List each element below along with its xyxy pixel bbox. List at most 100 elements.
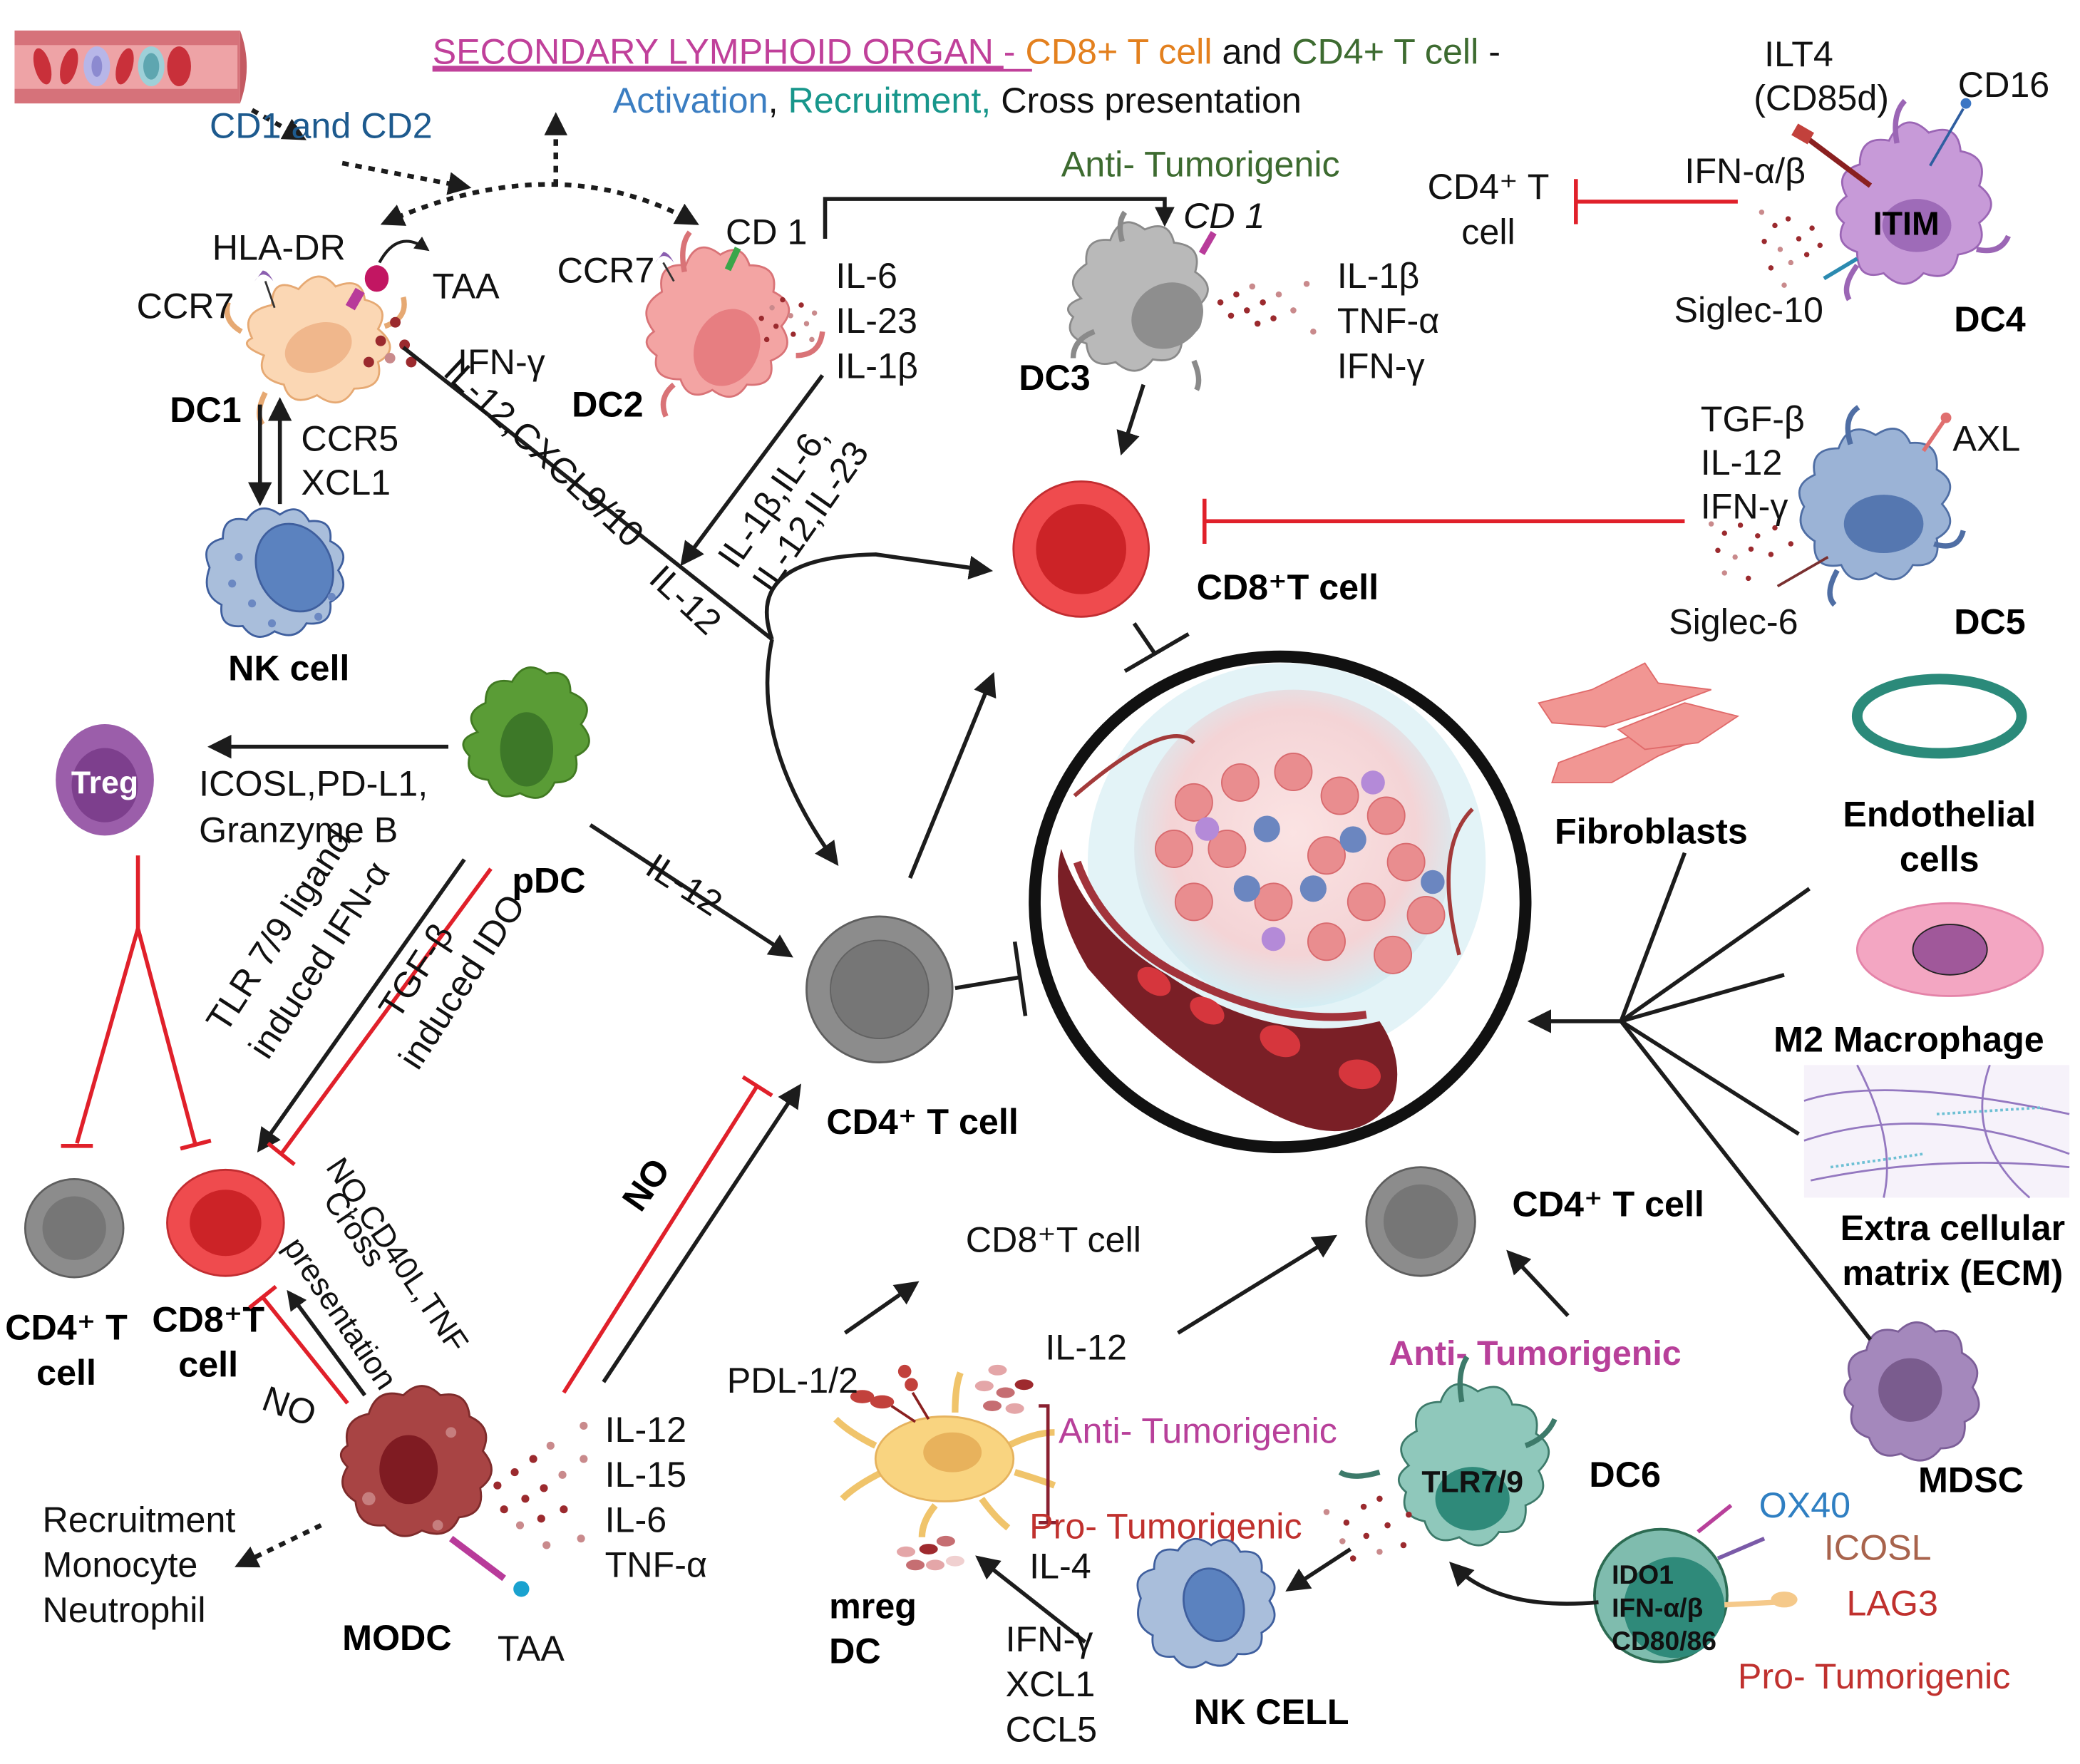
dc6-to-cd4-arrow	[1506, 1249, 1570, 1317]
left-cd4-t-cell-icon	[24, 1177, 125, 1279]
mreg-pro-label: Pro- Tumorigenic	[1029, 1507, 1302, 1547]
dc6-cytokine-dots	[1323, 1495, 1412, 1562]
dc1-taa-arrow	[378, 236, 430, 264]
dc5-cell-icon	[1798, 405, 1966, 607]
left-cd8-label-1: CD8⁺T	[152, 1299, 264, 1339]
dc6-pro-cell-icon	[1593, 1527, 1729, 1664]
dc4-target-line1: CD4⁺ T	[1428, 167, 1550, 207]
curve-to-cd4-arrow	[765, 639, 839, 867]
cd1cd2-arrow	[341, 160, 472, 195]
dc3-label-cd1: CD 1	[1183, 196, 1265, 236]
svg-text:Activation, Recruitment, Cross: Activation, Recruitment, Cross presentat…	[613, 81, 1302, 120]
mreg-pdl-label: PDL-1/2	[727, 1361, 858, 1401]
dc3-to-cd8-arrow	[1116, 383, 1145, 456]
dc3-cd1-receptor-icon	[1198, 231, 1217, 255]
mreg-il12-label: IL-12	[1045, 1327, 1127, 1367]
center-cd8-t-cell-icon	[1012, 480, 1150, 618]
mreg-dc-cell-icon	[833, 1371, 1056, 1537]
modc-name: MODC	[342, 1618, 451, 1658]
dc6-cell-icon	[1338, 1355, 1558, 1547]
mreg-to-cd4-arrow	[1177, 1234, 1337, 1335]
inputs-to-mreg-arrow	[975, 1555, 1086, 1644]
modc-cytokine-dots	[493, 1421, 588, 1549]
blood-vessel-icon	[14, 30, 247, 104]
dc1-label-ifn-gamma: IFN-γ	[458, 342, 545, 382]
dc6-name: DC6	[1589, 1455, 1661, 1495]
dc1-label-ccr7: CCR7	[137, 287, 235, 326]
dc5-label-il12: IL-12	[1701, 443, 1783, 483]
bottom-nk-cell-icon	[1136, 1538, 1276, 1668]
dc4-inhibit-line	[1574, 179, 1738, 225]
treg-name: Treg	[71, 765, 138, 800]
dc2-label-cd1: CD 1	[726, 212, 807, 252]
left-cd4-label-2: cell	[36, 1353, 96, 1393]
dc6-pro-label: Pro- Tumorigenic	[1738, 1656, 2010, 1696]
pdc-tlr-arrow	[257, 858, 466, 1153]
title-cross: Cross presentation	[991, 81, 1302, 120]
center-cd4-t-cell-icon	[805, 915, 954, 1063]
dc1-label-hla-dr: HLA-DR	[212, 228, 346, 268]
modc-cytokine-il6: IL-6	[605, 1500, 667, 1539]
mreg-cd8-label: CD8⁺T cell	[966, 1220, 1141, 1260]
dc4-itim-label: ITIM	[1873, 205, 1940, 242]
dc1-taa-icon	[364, 265, 389, 292]
dc6-inner-3: CD80/86	[1612, 1626, 1716, 1656]
modc-no-big-label: NO	[614, 1151, 678, 1218]
dc1-ifn-dots	[363, 316, 417, 368]
cd1-cd2-label: CD1 and CD2	[210, 106, 433, 146]
left-cd8-t-cell-icon	[166, 1168, 285, 1277]
title-and: and	[1213, 31, 1292, 71]
ecm-label-1: Extra cellular	[1840, 1208, 2066, 1248]
endothelial-cells-icon	[1851, 674, 2027, 759]
dc2-ccr7-receptor-icon	[655, 252, 674, 263]
dc2-name: DC2	[572, 384, 644, 424]
modc-cytokine-tnf: TNF-α	[605, 1545, 707, 1585]
dc6-pro-to-dc6-arrow	[1449, 1562, 1599, 1606]
dc1-name: DC1	[170, 390, 242, 430]
title-cd8: CD8+ T cell	[1026, 31, 1213, 71]
mreg-name-2: DC	[829, 1631, 881, 1671]
pdc-to-cd4-arrow	[589, 823, 793, 958]
dc4-cell-icon	[1836, 98, 2011, 301]
dc4-ilt4-receptor-icon	[1805, 135, 1873, 188]
left-cd4-label-1: CD4⁺ T	[5, 1308, 128, 1348]
left-cd8-label-2: cell	[178, 1345, 238, 1385]
title-recruitment: Recruitment,	[788, 81, 991, 120]
nk-cell-icon	[205, 507, 345, 638]
dc3-cytokine-dots	[1217, 280, 1317, 335]
mdsc-icon	[1843, 1321, 1980, 1462]
svg-text:SECONDARY LYMPHOID ORGAN - CD8: SECONDARY LYMPHOID ORGAN - CD8+ T cell a…	[433, 31, 1500, 71]
dc2-ccr7-stem	[662, 262, 675, 282]
treg-inhibit-lines	[61, 855, 212, 1151]
dc6-anti-label: Anti- Tumorigenic	[1389, 1334, 1681, 1373]
mreg-to-cd8-arrow	[843, 1281, 920, 1335]
dc6-to-nk-arrow	[1285, 1547, 1352, 1592]
dc5-cytokine-dots	[1708, 521, 1794, 582]
ecm-icon	[1803, 1064, 2070, 1199]
dc5-label-axl: AXL	[1952, 419, 2020, 459]
cd4-inhibit-tumor	[954, 941, 1028, 1016]
pdc-treg-label-2: Granzyme B	[199, 810, 398, 850]
bottom-cd4-t-cell-icon	[1365, 1166, 1476, 1277]
dc2-label-ccr7: CCR7	[557, 250, 655, 290]
title-cd4: CD4+ T cell	[1292, 31, 1478, 71]
dc1-dc2-arc	[380, 182, 699, 226]
dc4-siglec10-receptor-icon	[1823, 257, 1858, 281]
dc4-label-siglec10: Siglec-10	[1674, 290, 1823, 330]
title-sep1: -	[1004, 31, 1026, 71]
lag3-head	[1771, 1592, 1798, 1608]
tumor-microenvironment-icon	[1029, 650, 1532, 1154]
dc4-label-ilt4: ILT4	[1764, 34, 1833, 74]
dc4-cd16-head	[1960, 98, 1972, 109]
dc5-siglec6-receptor-icon	[1776, 555, 1829, 588]
pdc-cell-icon	[462, 666, 590, 799]
dc5-axl-head	[1940, 412, 1952, 423]
nk-cell-name: NK cell	[228, 649, 349, 688]
dc5-label-ifn: IFN-γ	[1701, 487, 1788, 527]
dc5-axl-receptor-icon	[1922, 421, 1945, 453]
ox40-receptor-icon	[1697, 1503, 1733, 1534]
icosl-label: ICOSL	[1824, 1527, 1932, 1567]
curve-to-cd8-arrow	[764, 552, 994, 640]
mreg-input-ccl5: CCL5	[1006, 1709, 1097, 1749]
